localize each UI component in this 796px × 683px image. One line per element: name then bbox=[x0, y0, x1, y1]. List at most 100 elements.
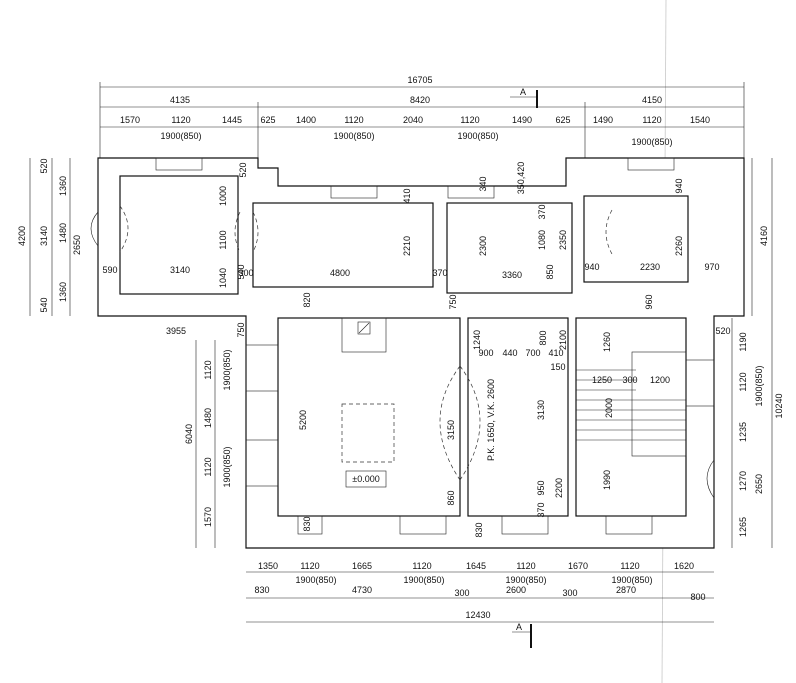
svg-text:150: 150 bbox=[550, 362, 565, 372]
dim-bottom-total: 12430 bbox=[465, 610, 490, 620]
svg-text:3130: 3130 bbox=[536, 400, 546, 420]
svg-text:850: 850 bbox=[545, 264, 555, 279]
dim-win-bot-4: 1900(850) bbox=[611, 575, 652, 585]
svg-text:1360: 1360 bbox=[58, 176, 68, 196]
svg-text:2260: 2260 bbox=[674, 236, 684, 256]
svg-text:700: 700 bbox=[525, 348, 540, 358]
dim-left-6040: 6040 bbox=[184, 424, 194, 444]
svg-text:1120: 1120 bbox=[300, 561, 319, 571]
svg-text:540: 540 bbox=[39, 297, 49, 312]
svg-text:A: A bbox=[516, 622, 522, 632]
svg-text:1100: 1100 bbox=[218, 230, 228, 249]
dim-right-win: 1900(850) bbox=[754, 365, 764, 406]
dim-top3-12: 1540 bbox=[690, 115, 710, 125]
svg-text:830: 830 bbox=[254, 585, 269, 595]
dim-left-2650: 2650 bbox=[72, 235, 82, 255]
dim-top3-10: 1490 bbox=[593, 115, 613, 125]
svg-text:1120: 1120 bbox=[620, 561, 639, 571]
svg-text:3955: 3955 bbox=[166, 326, 186, 336]
svg-text:1200: 1200 bbox=[650, 375, 670, 385]
stairs bbox=[576, 351, 687, 457]
svg-text:1570: 1570 bbox=[203, 507, 213, 527]
svg-text:300: 300 bbox=[238, 268, 253, 278]
svg-text:3140: 3140 bbox=[170, 265, 190, 275]
svg-text:A: A bbox=[520, 87, 526, 97]
svg-text:2000: 2000 bbox=[604, 398, 614, 418]
room-3 bbox=[446, 202, 573, 294]
svg-text:350,420: 350,420 bbox=[516, 162, 526, 195]
svg-text:1350: 1350 bbox=[258, 561, 278, 571]
svg-text:1120: 1120 bbox=[738, 372, 748, 391]
svg-text:1250: 1250 bbox=[592, 375, 612, 385]
dim-win-top-1: 1900(850) bbox=[160, 131, 201, 141]
svg-text:1670: 1670 bbox=[568, 561, 588, 571]
dim-left-win-2: 1900(850) bbox=[222, 446, 232, 487]
svg-text:1990: 1990 bbox=[602, 470, 612, 490]
dim-total-top: 16705 bbox=[407, 75, 432, 85]
svg-text:370: 370 bbox=[536, 502, 546, 517]
svg-text:830: 830 bbox=[474, 522, 484, 537]
dim-top3-0: 1570 bbox=[120, 115, 140, 125]
svg-text:1120: 1120 bbox=[516, 561, 535, 571]
dim-top3-9: 625 bbox=[555, 115, 570, 125]
svg-text:520: 520 bbox=[715, 326, 730, 336]
svg-text:940: 940 bbox=[674, 178, 684, 193]
svg-text:750: 750 bbox=[236, 322, 246, 337]
svg-text:1190: 1190 bbox=[738, 332, 748, 351]
top-dimension-chains: 16705 4135 8420 4150 1570 1120 1445 625 … bbox=[99, 75, 745, 170]
dim-top3-6: 2040 bbox=[403, 115, 423, 125]
svg-text:860: 860 bbox=[446, 490, 456, 505]
svg-text:750: 750 bbox=[448, 294, 458, 309]
svg-text:2230: 2230 bbox=[640, 262, 660, 272]
svg-text:520: 520 bbox=[39, 158, 49, 173]
svg-text:5200: 5200 bbox=[298, 410, 308, 430]
svg-text:940: 940 bbox=[584, 262, 599, 272]
svg-text:830: 830 bbox=[302, 516, 312, 531]
svg-text:1120: 1120 bbox=[203, 360, 213, 379]
svg-text:340: 340 bbox=[478, 176, 488, 191]
dim-win-top-3: 1900(850) bbox=[457, 131, 498, 141]
room-left bbox=[119, 175, 239, 295]
svg-text:1645: 1645 bbox=[466, 561, 486, 571]
dim-win-top-4: 1900(850) bbox=[631, 137, 672, 147]
rk-label: P.K. 1650, V.K. 2600 bbox=[486, 379, 496, 461]
svg-text:970: 970 bbox=[704, 262, 719, 272]
dim-left-4200: 4200 bbox=[17, 226, 27, 246]
room-middle bbox=[467, 317, 569, 517]
svg-text:2300: 2300 bbox=[478, 236, 488, 256]
elevation-label: ±0.000 bbox=[352, 474, 379, 484]
svg-text:3360: 3360 bbox=[502, 270, 522, 280]
svg-text:800: 800 bbox=[538, 330, 548, 345]
svg-text:520: 520 bbox=[238, 162, 248, 177]
svg-text:1235: 1235 bbox=[738, 422, 748, 442]
dim-top3-4: 1400 bbox=[296, 115, 316, 125]
dim-top3-1: 1120 bbox=[171, 115, 190, 125]
svg-text:1120: 1120 bbox=[203, 457, 213, 476]
dim-top-4135: 4135 bbox=[170, 95, 190, 105]
dim-left-win-1: 1900(850) bbox=[222, 349, 232, 390]
dim-top3-2: 1445 bbox=[222, 115, 242, 125]
dim-win-bot-1: 1900(850) bbox=[295, 575, 336, 585]
svg-text:1620: 1620 bbox=[674, 561, 694, 571]
svg-text:950: 950 bbox=[536, 480, 546, 495]
section-mark-bottom: A bbox=[512, 622, 532, 648]
svg-text:540: 540 bbox=[236, 264, 246, 279]
svg-text:2350: 2350 bbox=[558, 230, 568, 250]
dim-left-3140: 3140 bbox=[39, 226, 49, 246]
svg-text:1270: 1270 bbox=[738, 471, 748, 491]
svg-text:1360: 1360 bbox=[58, 282, 68, 302]
svg-text:1120: 1120 bbox=[412, 561, 431, 571]
right-dimension-chains: 4160 1190 1120 1235 1270 1265 1900(850) … bbox=[731, 158, 784, 548]
svg-text:1000: 1000 bbox=[218, 186, 228, 206]
svg-text:440: 440 bbox=[502, 348, 517, 358]
left-dimension-chains: 520 1360 1480 1360 540 4200 3140 2650 11… bbox=[17, 158, 232, 548]
interior-dimensions: 1000 1100 1040 520 590 3140 4800 2210 41… bbox=[102, 162, 730, 538]
dim-win-bot-2: 1900(850) bbox=[403, 575, 444, 585]
dim-top3-5: 1120 bbox=[344, 115, 363, 125]
svg-text:1040: 1040 bbox=[218, 268, 228, 288]
dim-top-8420: 8420 bbox=[410, 95, 430, 105]
svg-text:2870: 2870 bbox=[616, 585, 636, 595]
dim-win-top-2: 1900(850) bbox=[333, 131, 374, 141]
dim-win-bot-3: 1900(850) bbox=[505, 575, 546, 585]
